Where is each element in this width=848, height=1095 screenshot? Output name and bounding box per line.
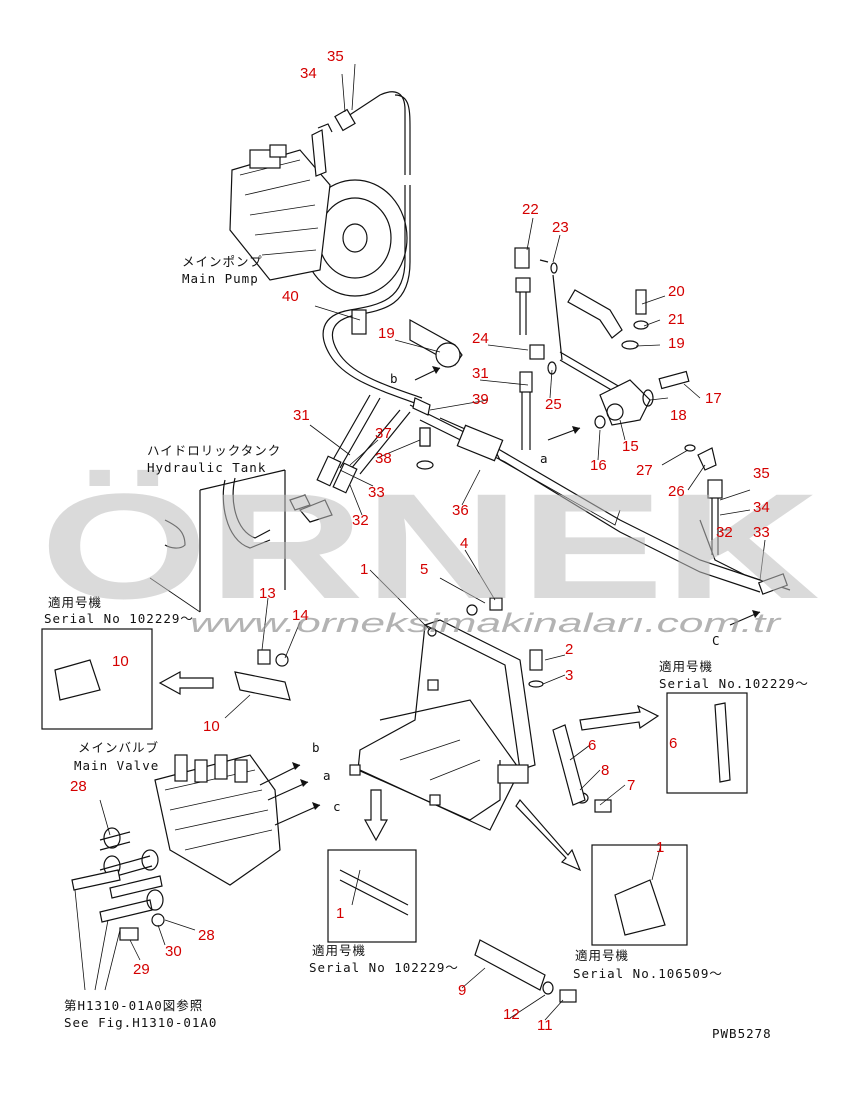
callout-2: 2	[565, 641, 573, 658]
callout-14: 14	[292, 607, 309, 624]
callout-1: 1	[360, 561, 368, 578]
callout-27: 27	[636, 462, 653, 479]
callout-31b: 31	[293, 407, 310, 424]
callout-31: 31	[472, 365, 489, 382]
callout-40: 40	[282, 288, 299, 305]
bracket-frame	[349, 619, 536, 831]
serial-no-4: Serial No.106509～	[573, 966, 723, 981]
hyd-tank-label-jp: ハイドロリックタンク	[147, 443, 281, 458]
pipe-assembly	[316, 247, 791, 595]
callout-8: 8	[601, 762, 609, 779]
main-pump-label-en: Main Pump	[182, 271, 259, 286]
serial-no-3: Serial No 102229～	[309, 960, 459, 975]
hydraulic-tank-drawing	[164, 469, 333, 612]
callout-35: 35	[327, 48, 344, 65]
drawing-code: PWB5278	[712, 1026, 772, 1041]
callout-33: 33	[368, 484, 385, 501]
ref-c-valve: c	[333, 799, 342, 814]
callout-16: 16	[590, 457, 607, 474]
callout-15: 15	[622, 438, 639, 455]
callout-21: 21	[668, 311, 685, 328]
callout-24: 24	[472, 330, 489, 347]
callout-7: 7	[627, 777, 635, 794]
see-fig-en: See Fig.H1310-01A0	[64, 1015, 217, 1030]
callout-13: 13	[259, 585, 276, 602]
callout-10: 10	[203, 718, 220, 735]
callout-39: 39	[472, 391, 489, 408]
ref-C: C	[712, 633, 721, 648]
callout-5: 5	[420, 561, 428, 578]
callout-18: 18	[670, 407, 687, 424]
callout-28: 28	[70, 778, 87, 795]
callout-22: 22	[522, 201, 539, 218]
main-pump-label-jp: メインポンプ	[182, 254, 263, 269]
callout-30: 30	[165, 943, 182, 960]
callout-25: 25	[545, 396, 562, 413]
ref-a-top: a	[540, 451, 549, 466]
callout-9: 9	[458, 982, 466, 999]
callout-33b: 33	[753, 524, 770, 541]
hose-40	[322, 185, 423, 406]
callout-38: 38	[375, 450, 392, 467]
callout-17: 17	[705, 390, 722, 407]
main-valve-drawing	[71, 754, 281, 941]
leader-lines	[74, 63, 766, 1021]
callout-12: 12	[503, 1006, 520, 1023]
callout-4: 4	[460, 535, 468, 552]
main-pump-drawing	[229, 91, 411, 297]
callout-3: 3	[565, 667, 573, 684]
callout-11: 11	[537, 1017, 553, 1034]
hyd-tank-label-en: Hydraulic Tank	[147, 460, 266, 475]
callout-32: 32	[352, 512, 369, 529]
serial-no-2: Serial No.102229～	[659, 676, 809, 691]
ref-b-top: b	[390, 371, 399, 386]
main-valve-label-en: Main Valve	[74, 758, 159, 773]
serial-jp-2: 適用号機	[659, 659, 713, 674]
callout-36: 36	[452, 502, 469, 519]
callout-1b: 1	[336, 905, 344, 922]
callout-34b: 34	[753, 499, 770, 516]
ref-a-valve: a	[323, 768, 332, 783]
fasteners	[234, 427, 612, 1003]
callout-20: 20	[668, 283, 685, 300]
callout-6b: 6	[669, 735, 677, 752]
outline-arrows	[158, 670, 660, 872]
callout-29: 29	[133, 961, 150, 978]
flow-arrows	[259, 366, 761, 826]
callout-37: 37	[375, 425, 392, 442]
callout-28b: 28	[198, 927, 215, 944]
callout-32b: 32	[716, 524, 733, 541]
callout-34: 34	[300, 65, 317, 82]
main-valve-label-jp: メインバルブ	[78, 740, 159, 755]
callout-19: 19	[378, 325, 395, 342]
callout-26: 26	[668, 483, 685, 500]
inset-boxes	[41, 628, 748, 946]
callout-1c: 1	[656, 839, 664, 856]
serial-jp-4: 適用号機	[575, 948, 629, 963]
callout-35b: 35	[753, 465, 770, 482]
callout-19b: 19	[668, 335, 685, 352]
serial-jp-3: 適用号機	[312, 943, 366, 958]
serial-no-1: Serial No 102229～	[44, 611, 194, 626]
see-fig-jp: 第H1310-01A0図参照	[64, 998, 203, 1013]
callout-23: 23	[552, 219, 569, 236]
ref-b-valve: b	[312, 740, 321, 755]
callout-10b: 10	[112, 653, 129, 670]
callout-6: 6	[588, 737, 596, 754]
serial-jp-1: 適用号機	[48, 595, 102, 610]
